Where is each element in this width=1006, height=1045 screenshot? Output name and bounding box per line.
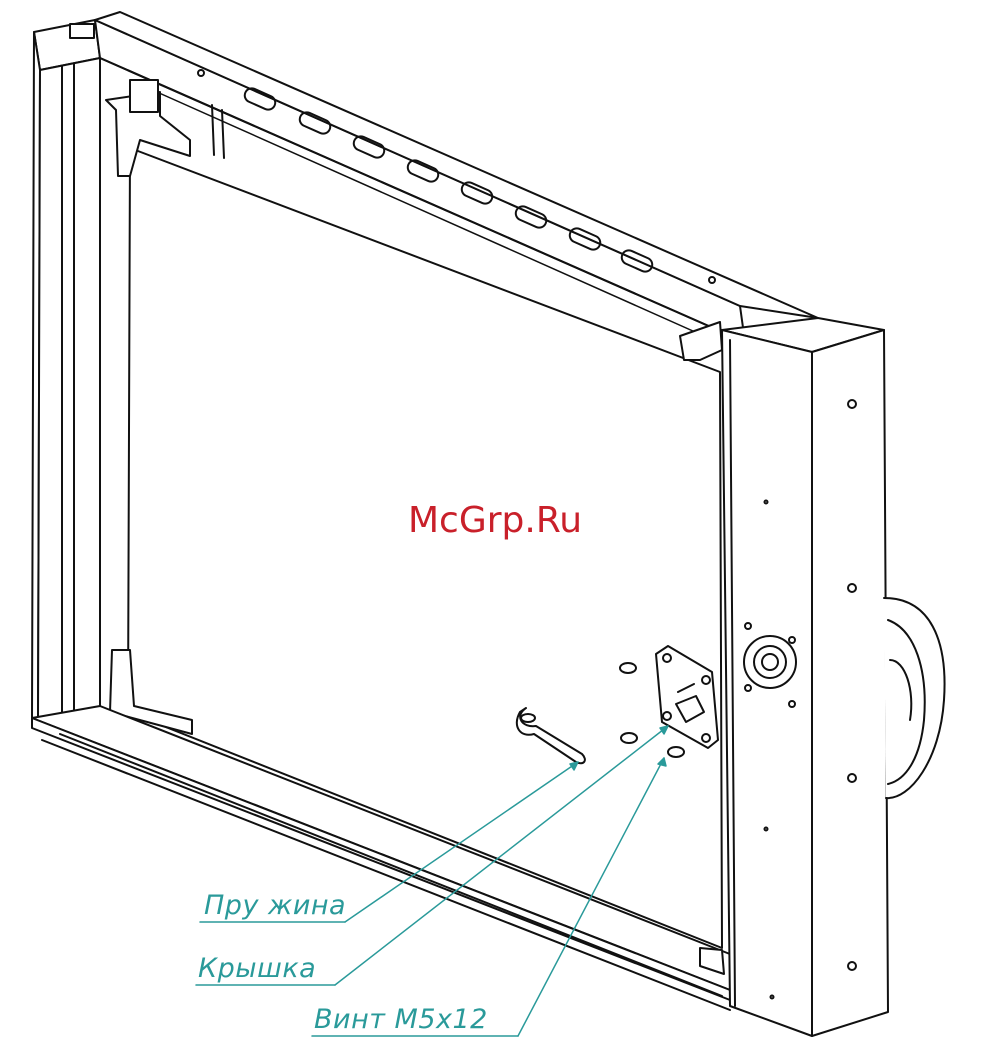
handle xyxy=(884,598,945,798)
callout-spring-label: Пру жина xyxy=(204,890,346,921)
left-post xyxy=(32,20,100,722)
watermark: McGrp.Ru xyxy=(408,500,582,541)
right-post xyxy=(722,318,888,1036)
callout-screw-label: Винт М5х12 xyxy=(314,1004,488,1035)
callout-cover-label: Крышка xyxy=(198,953,316,984)
